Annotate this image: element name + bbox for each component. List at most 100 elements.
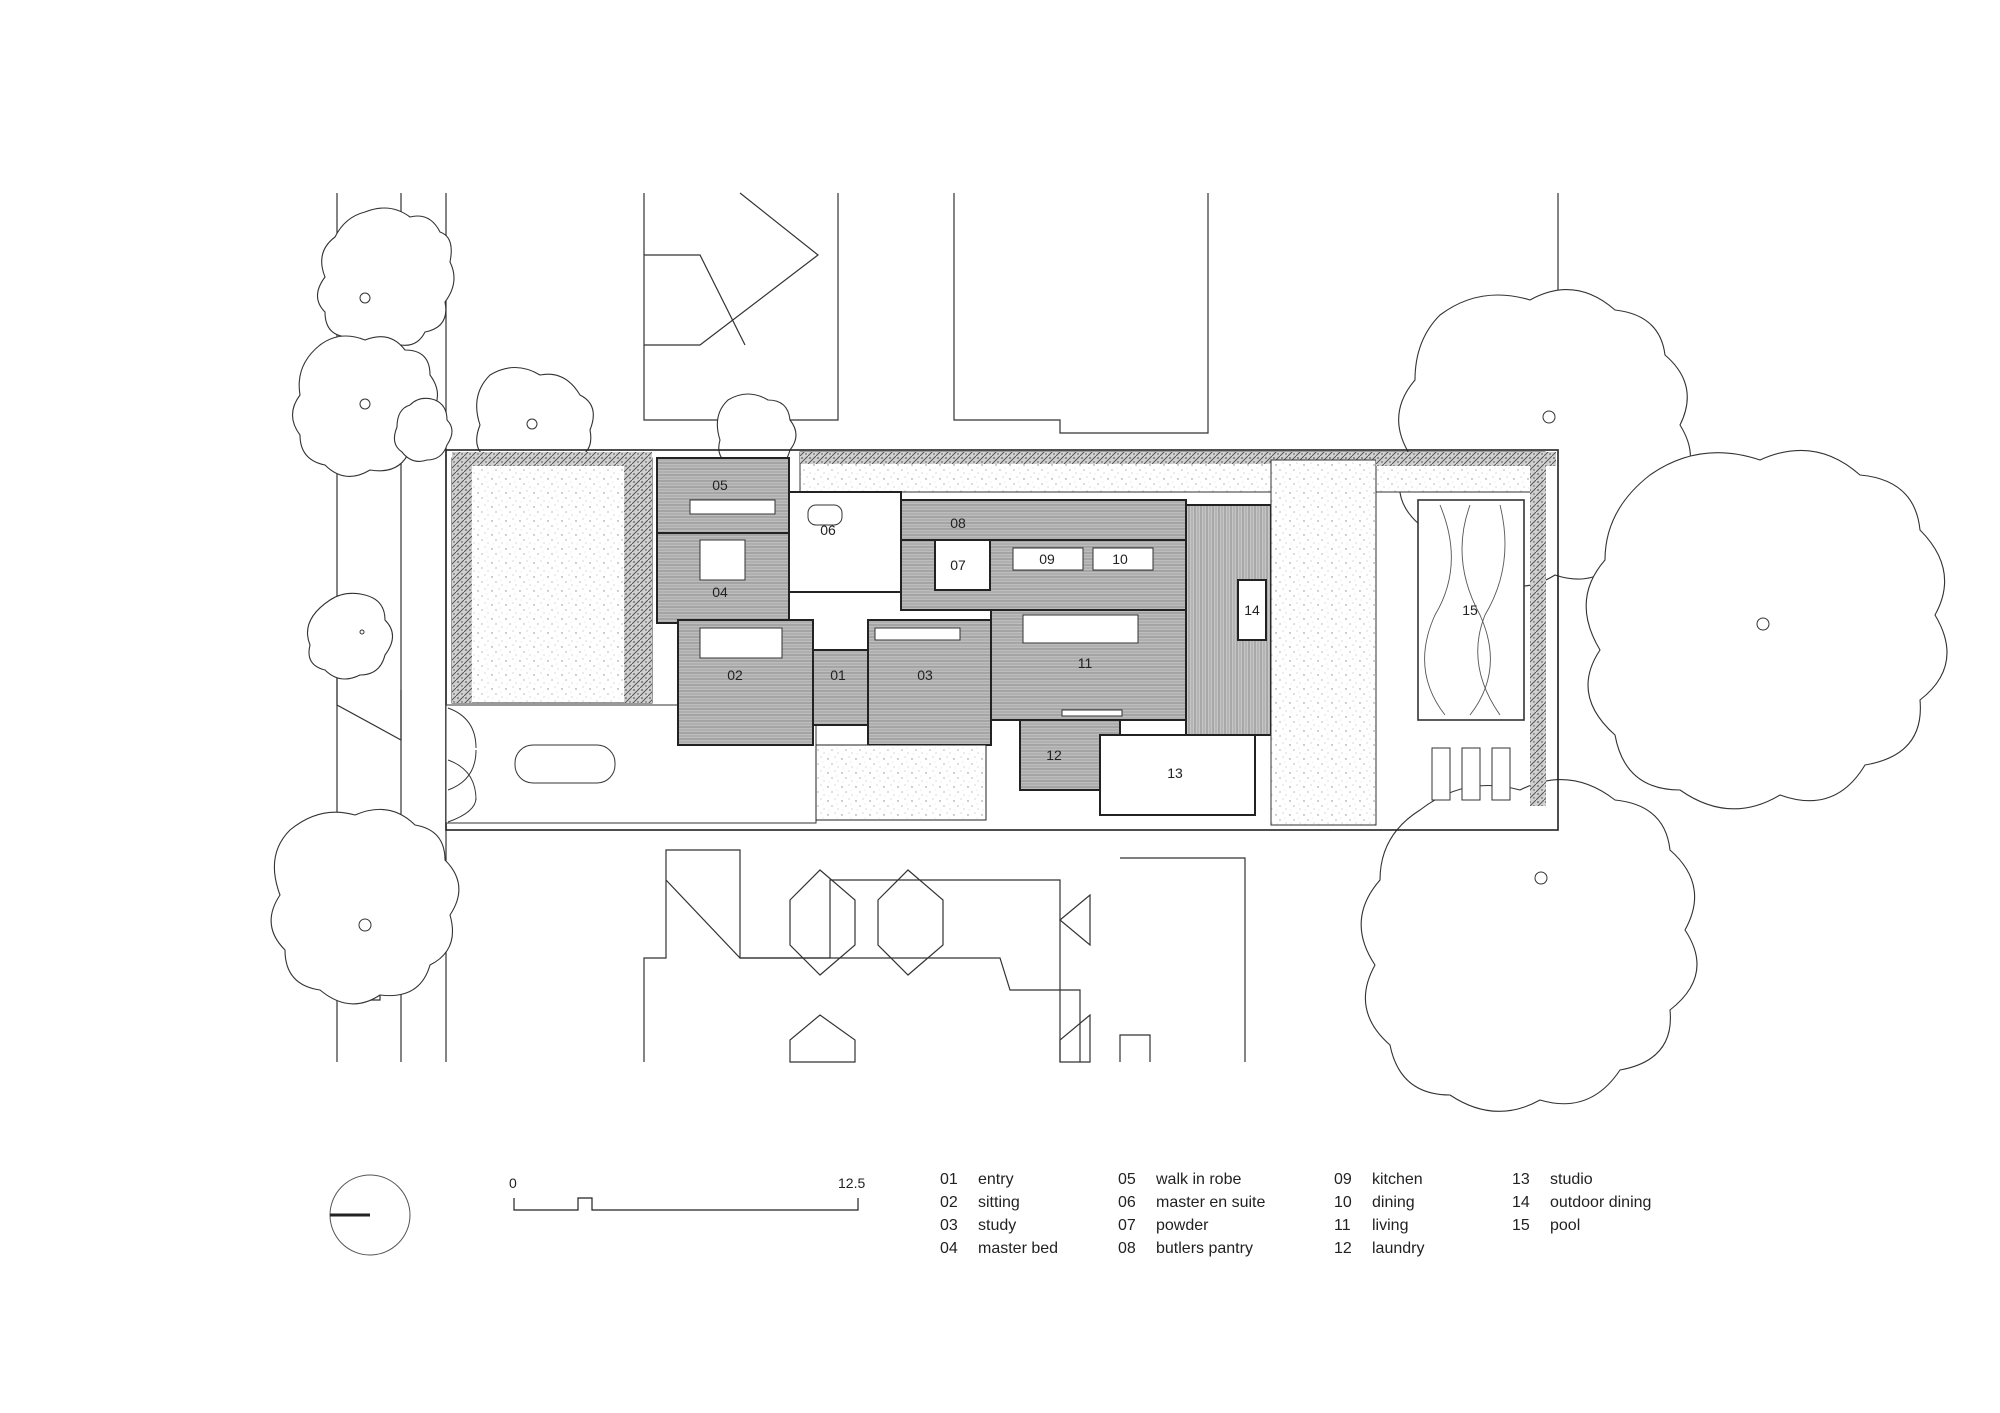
- robe-unit: [689, 499, 776, 515]
- neighbour-south-3: [1120, 857, 1246, 1062]
- tree-trunks: [358, 292, 1770, 932]
- room-butlers-pantry: [900, 499, 1187, 541]
- sun-lounger-3: [1491, 747, 1511, 801]
- front-path: [815, 744, 987, 821]
- legend-num: 11: [1334, 1217, 1351, 1234]
- legend-num: 07: [1118, 1217, 1136, 1234]
- scale-end-label: 12.5: [838, 1175, 866, 1191]
- furniture: [689, 499, 1154, 717]
- pool: [1417, 499, 1525, 721]
- legend-row: 13 studio: [1512, 1168, 1651, 1191]
- car: [514, 744, 616, 784]
- trunk-5: [1542, 410, 1556, 424]
- site-boundary: [445, 449, 1559, 831]
- trunk-6: [1756, 617, 1770, 631]
- neighbour-south-2: [1119, 1034, 1151, 1062]
- legend-label: walk in robe: [1156, 1171, 1242, 1188]
- legend-row: 03 study: [940, 1214, 1058, 1237]
- legend-num: 02: [940, 1194, 958, 1211]
- gable-4: [789, 1014, 856, 1063]
- room-master-en-suite: [788, 491, 902, 593]
- plan-label-dining: 10: [1112, 551, 1128, 567]
- trunk-4: [526, 418, 538, 430]
- legend-num: 05: [1118, 1171, 1136, 1188]
- legend-label: outdoor dining: [1550, 1194, 1652, 1211]
- room-entry: [812, 649, 869, 726]
- plan-label-kitchen: 09: [1039, 551, 1055, 567]
- tree-4: [393, 397, 453, 462]
- plan-label-study: 03: [917, 667, 933, 683]
- legend-num: 09: [1334, 1171, 1352, 1188]
- kitchen-island: [1012, 547, 1084, 571]
- trunk-7: [1534, 871, 1548, 885]
- legend-label: dining: [1372, 1194, 1415, 1211]
- legend-label: master bed: [978, 1240, 1059, 1257]
- neighbour-south: [643, 849, 1061, 1062]
- front-garden-left: [452, 458, 472, 703]
- legend-num: 13: [1512, 1171, 1530, 1188]
- legend-num: 10: [1334, 1194, 1352, 1211]
- sofa-sitting: [699, 627, 783, 659]
- gable-5: [1059, 1013, 1091, 1063]
- gate-swing-2: [447, 759, 477, 823]
- pool-water-1: [1424, 504, 1452, 716]
- legend-num: 15: [1512, 1217, 1530, 1234]
- tv-unit: [1061, 709, 1123, 717]
- desk-study: [874, 627, 961, 641]
- legend-label: butlers pantry: [1156, 1240, 1253, 1257]
- plan-label-walk-in-robe: 05: [712, 477, 728, 493]
- room-study: [867, 619, 992, 746]
- scale-bar: [513, 1197, 859, 1211]
- plan-label-outdoor-dining: 14: [1244, 602, 1260, 618]
- pool-water-2: [1461, 504, 1491, 716]
- legend-num: 12: [1334, 1240, 1352, 1257]
- plan-label-sitting: 02: [727, 667, 743, 683]
- legend-label: study: [978, 1217, 1017, 1234]
- gable-1: [789, 869, 856, 976]
- tree-7: [270, 808, 460, 1005]
- tree-1: [316, 207, 455, 349]
- pool-water-3: [1477, 504, 1506, 716]
- sofa-living: [1022, 614, 1139, 644]
- front-garden-right: [624, 458, 652, 703]
- front-garden-top: [452, 452, 652, 466]
- trunk-3: [359, 629, 365, 635]
- rear-lawn: [1270, 459, 1377, 826]
- sun-lounger-2: [1461, 747, 1481, 801]
- trunk-2: [359, 398, 371, 410]
- legend-num: 04: [940, 1240, 958, 1257]
- plan-label-master-bed: 04: [712, 584, 728, 600]
- legend-label: entry: [978, 1171, 1014, 1188]
- legend-row: 05 walk in robe: [1118, 1168, 1265, 1191]
- legend-row: 04 master bed: [940, 1237, 1058, 1260]
- room-powder: [934, 539, 991, 591]
- trunk-1: [359, 292, 371, 304]
- front-lawn: [451, 457, 653, 704]
- legend-num: 01: [940, 1171, 958, 1188]
- scale-start-label: 0: [509, 1175, 517, 1191]
- plan-label-pool: 15: [1462, 602, 1478, 618]
- room-walk-in-robe: [656, 457, 790, 534]
- room-studio: [1099, 734, 1256, 816]
- gable-2: [877, 869, 944, 976]
- legend-label: studio: [1550, 1171, 1593, 1188]
- legend-num: 03: [940, 1217, 958, 1234]
- trunk-8: [358, 918, 372, 932]
- tree-9: [1585, 449, 1948, 810]
- tree-10: [1360, 779, 1698, 1112]
- rear-garden-planting-side: [1530, 466, 1546, 806]
- bath: [807, 504, 843, 526]
- legend-label: master en suite: [1156, 1194, 1266, 1211]
- neighbour-north-west: [643, 193, 839, 421]
- plan-label-entry: 01: [830, 667, 846, 683]
- neighbour-north-gable-2: [644, 254, 746, 346]
